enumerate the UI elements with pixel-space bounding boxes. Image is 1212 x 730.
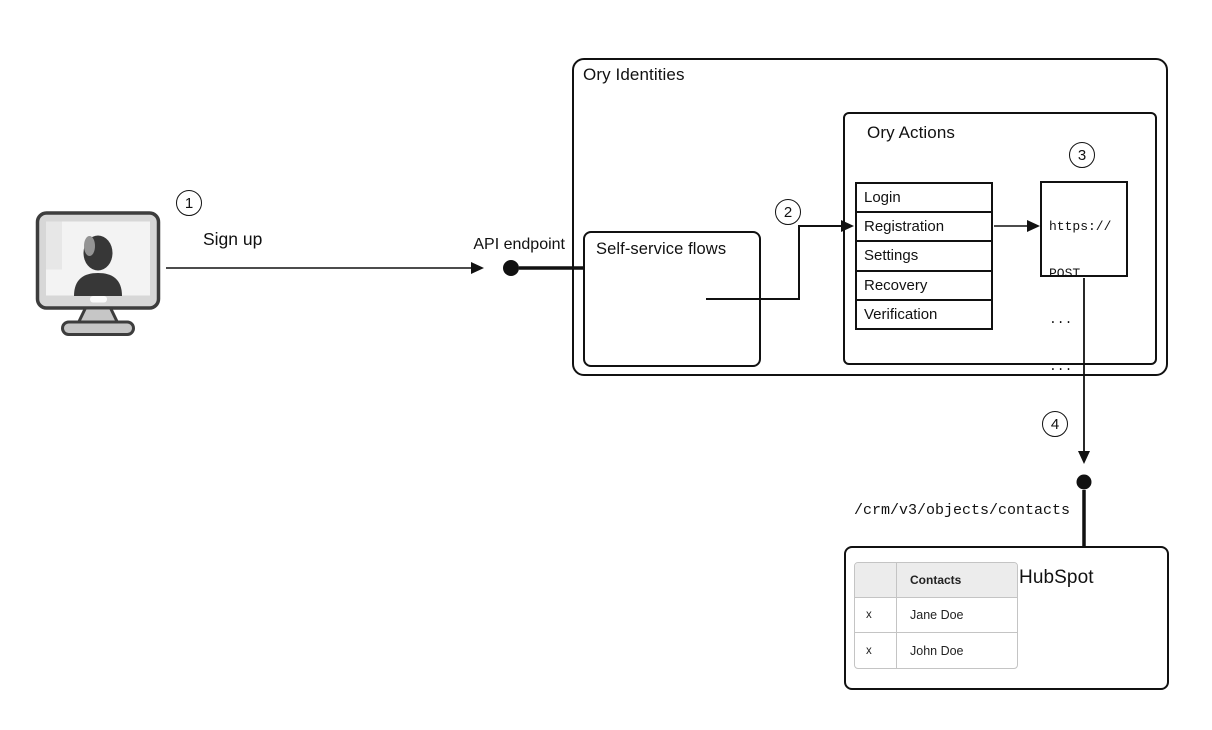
ory-identities-title: Ory Identities — [583, 65, 685, 84]
ory-actions-title: Ory Actions — [867, 123, 956, 142]
step-badge-2: 2 — [775, 199, 801, 225]
code-line: ... — [1049, 358, 1073, 374]
contact-row-marker: x — [855, 598, 897, 633]
flow-row-login: Login — [855, 182, 993, 214]
monitor-user-icon — [35, 211, 161, 336]
flow-row-recovery: Recovery — [855, 269, 993, 301]
flow-row-verification: Verification — [855, 298, 993, 330]
sign-up-label: Sign up — [203, 229, 263, 249]
contacts-table: Contacts x Jane Doe x John Doe — [854, 562, 1018, 669]
crm-path-label: /crm/v3/objects/contacts — [853, 502, 1070, 519]
monitor-button — [90, 296, 107, 303]
step-badge-4: 4 — [1042, 411, 1068, 437]
contact-row-marker: x — [855, 633, 897, 668]
step-badge-3: 3 — [1069, 142, 1095, 168]
signup-arrowhead — [471, 262, 484, 274]
hubspot-title: HubSpot — [1019, 567, 1094, 588]
flow-row-settings: Settings — [855, 240, 993, 272]
contacts-header-blank — [855, 563, 897, 598]
api-endpoint-dot — [503, 260, 519, 276]
step-badge-1: 1 — [176, 190, 202, 216]
code-line: POST — [1049, 265, 1081, 281]
code-line: https:// — [1049, 219, 1112, 234]
step-number: 3 — [1077, 146, 1087, 164]
code-line: ... — [1049, 312, 1073, 327]
contact-row-name: Jane Doe — [897, 598, 1017, 633]
user-silhouette-shoulders — [74, 273, 122, 296]
ory-identities-box: Ory Identities Self-service flows Ory Ac… — [572, 58, 1168, 376]
step-number: 2 — [783, 203, 793, 221]
api-endpoint-label: API endpoint — [473, 236, 565, 253]
self-service-flows-title: Self-service flows — [596, 240, 727, 258]
monitor-screen-shade — [46, 221, 62, 270]
self-service-flows-box: Self-service flows — [583, 231, 761, 367]
contacts-header-label: Contacts — [897, 563, 1017, 598]
webhook-request-box: https:// POST ... ... — [1040, 181, 1128, 374]
user-silhouette-highlight — [84, 236, 95, 256]
flow-row-registration: Registration — [855, 211, 993, 243]
ory-actions-box: Ory Actions Login Registration Settings … — [843, 112, 1157, 374]
monitor-stand-base — [61, 320, 135, 336]
step-number: 1 — [184, 194, 194, 212]
step-number: 4 — [1050, 415, 1060, 433]
contact-row-name: John Doe — [910, 643, 964, 658]
webhook-down-arrowhead — [1078, 451, 1090, 464]
flows-table: Login Registration Settings Recovery Ver… — [855, 182, 993, 330]
hubspot-box: HubSpot Contacts x Jane Doe x John Doe — [844, 546, 1169, 690]
crm-endpoint-dot — [1076, 474, 1092, 490]
